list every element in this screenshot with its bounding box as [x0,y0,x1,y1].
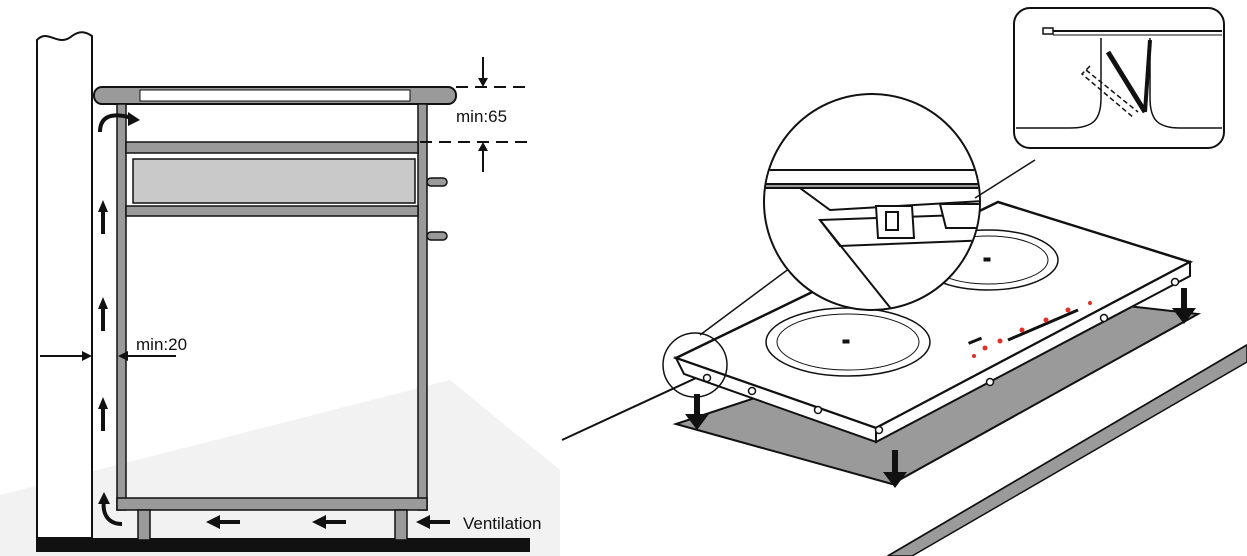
door-knob [426,231,448,241]
clip-spring-icon [1105,50,1148,114]
top-clearance-label: min:65 [456,107,507,126]
hob-glass-section [139,89,411,102]
indicator-light [982,345,988,351]
side-clearance-label: min:20 [136,335,187,354]
dimension-arrow-left-icon [118,351,128,361]
screw-icon [985,377,995,387]
detail-callout-circle [662,332,728,398]
screw-icon [1170,277,1180,287]
airflow-up-arrow-icon [98,397,108,431]
side-wall [36,31,93,539]
callout-leader [699,267,791,336]
clip-inset-detail [1013,7,1225,149]
airflow-up-arrow-icon [98,297,108,331]
worktop-front-edge [886,344,1247,556]
airflow-left-arrow-icon [312,515,346,529]
hob-side-frame [875,260,1191,444]
screw-icon [874,425,884,435]
magnified-clip-detail [763,93,1036,311]
screw-icon [747,386,757,396]
indicator-light [997,338,1003,344]
top-clearance-dimension [420,57,530,172]
airflow-left-arrow-icon [206,515,240,529]
cabinet-right-post [417,103,428,511]
brand-mark [968,336,983,345]
cabinet-mid-rail [125,205,419,217]
install-down-arrow-icon [1172,288,1196,324]
dimension-arrow-right-icon [82,351,92,361]
cabinet-section-view: min:65 min:20 Ventilation [0,31,560,556]
slider-control [1007,308,1079,342]
install-down-arrow-icon [685,394,709,430]
control-panel [968,301,1092,358]
floor [36,538,530,552]
airflow-up-arrow-icon [98,200,108,234]
indicator-light [972,354,976,358]
airflow-left-arrow-icon [416,515,450,529]
install-arrows [685,288,1196,488]
cabinet-leg-right [394,509,408,541]
airflow-curve-bottom-arrowhead [98,492,110,504]
hob-installation-view [561,7,1247,556]
airflow-curve-top-icon [98,113,133,133]
indicator-light [1043,317,1049,323]
panel-divider-mask [560,505,586,545]
cabinet-bottom-rail [116,497,428,511]
dimension-arrow-down-icon [478,78,488,87]
airflow-curve-top-arrowhead [128,112,140,126]
drawer-knob [426,177,448,187]
screw-icon [813,405,823,415]
cabinet-left-post [116,103,127,511]
screw-icon [702,373,712,383]
cabinet-top-rail [125,141,419,154]
indicator-light [1088,301,1092,305]
ventilation-arrows [206,515,450,529]
screw-icon [1099,313,1109,323]
indicator-light [1019,327,1025,333]
install-down-arrow-icon [883,450,907,488]
dimension-arrow-up-icon [478,142,488,151]
drawer-front [132,158,416,204]
callout-leader [974,159,1036,199]
indicator-light [1065,307,1071,313]
ventilation-label: Ventilation [463,514,541,533]
airflow-arrows-up [98,200,108,431]
cabinet-leg-left [137,509,151,541]
frame-screws [702,277,1180,435]
